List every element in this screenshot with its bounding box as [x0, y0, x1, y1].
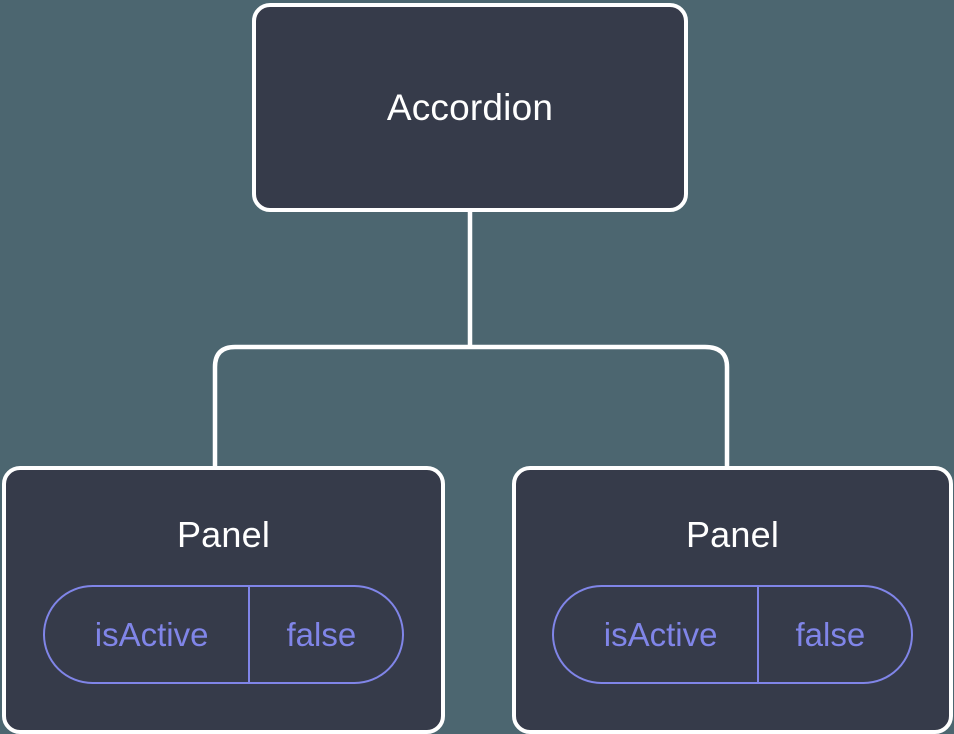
- prop-value-label: false: [757, 587, 911, 682]
- node-panel-right[interactable]: Panel isActive false: [512, 466, 953, 734]
- connector-branch-bus: [212, 344, 730, 468]
- prop-key-label: isActive: [603, 616, 718, 653]
- node-panel-right-label: Panel: [685, 514, 780, 555]
- node-accordion[interactable]: Accordion: [252, 3, 688, 212]
- prop-key-label: isActive: [94, 616, 209, 653]
- prop-value-label: false: [248, 587, 402, 682]
- node-panel-left[interactable]: Panel isActive false: [2, 466, 445, 734]
- prop-pill-isactive-right[interactable]: isActive false: [551, 585, 914, 684]
- node-panel-left-label: Panel: [176, 514, 271, 555]
- node-accordion-label: Accordion: [386, 87, 554, 128]
- prop-pill-isactive-left[interactable]: isActive false: [42, 585, 405, 684]
